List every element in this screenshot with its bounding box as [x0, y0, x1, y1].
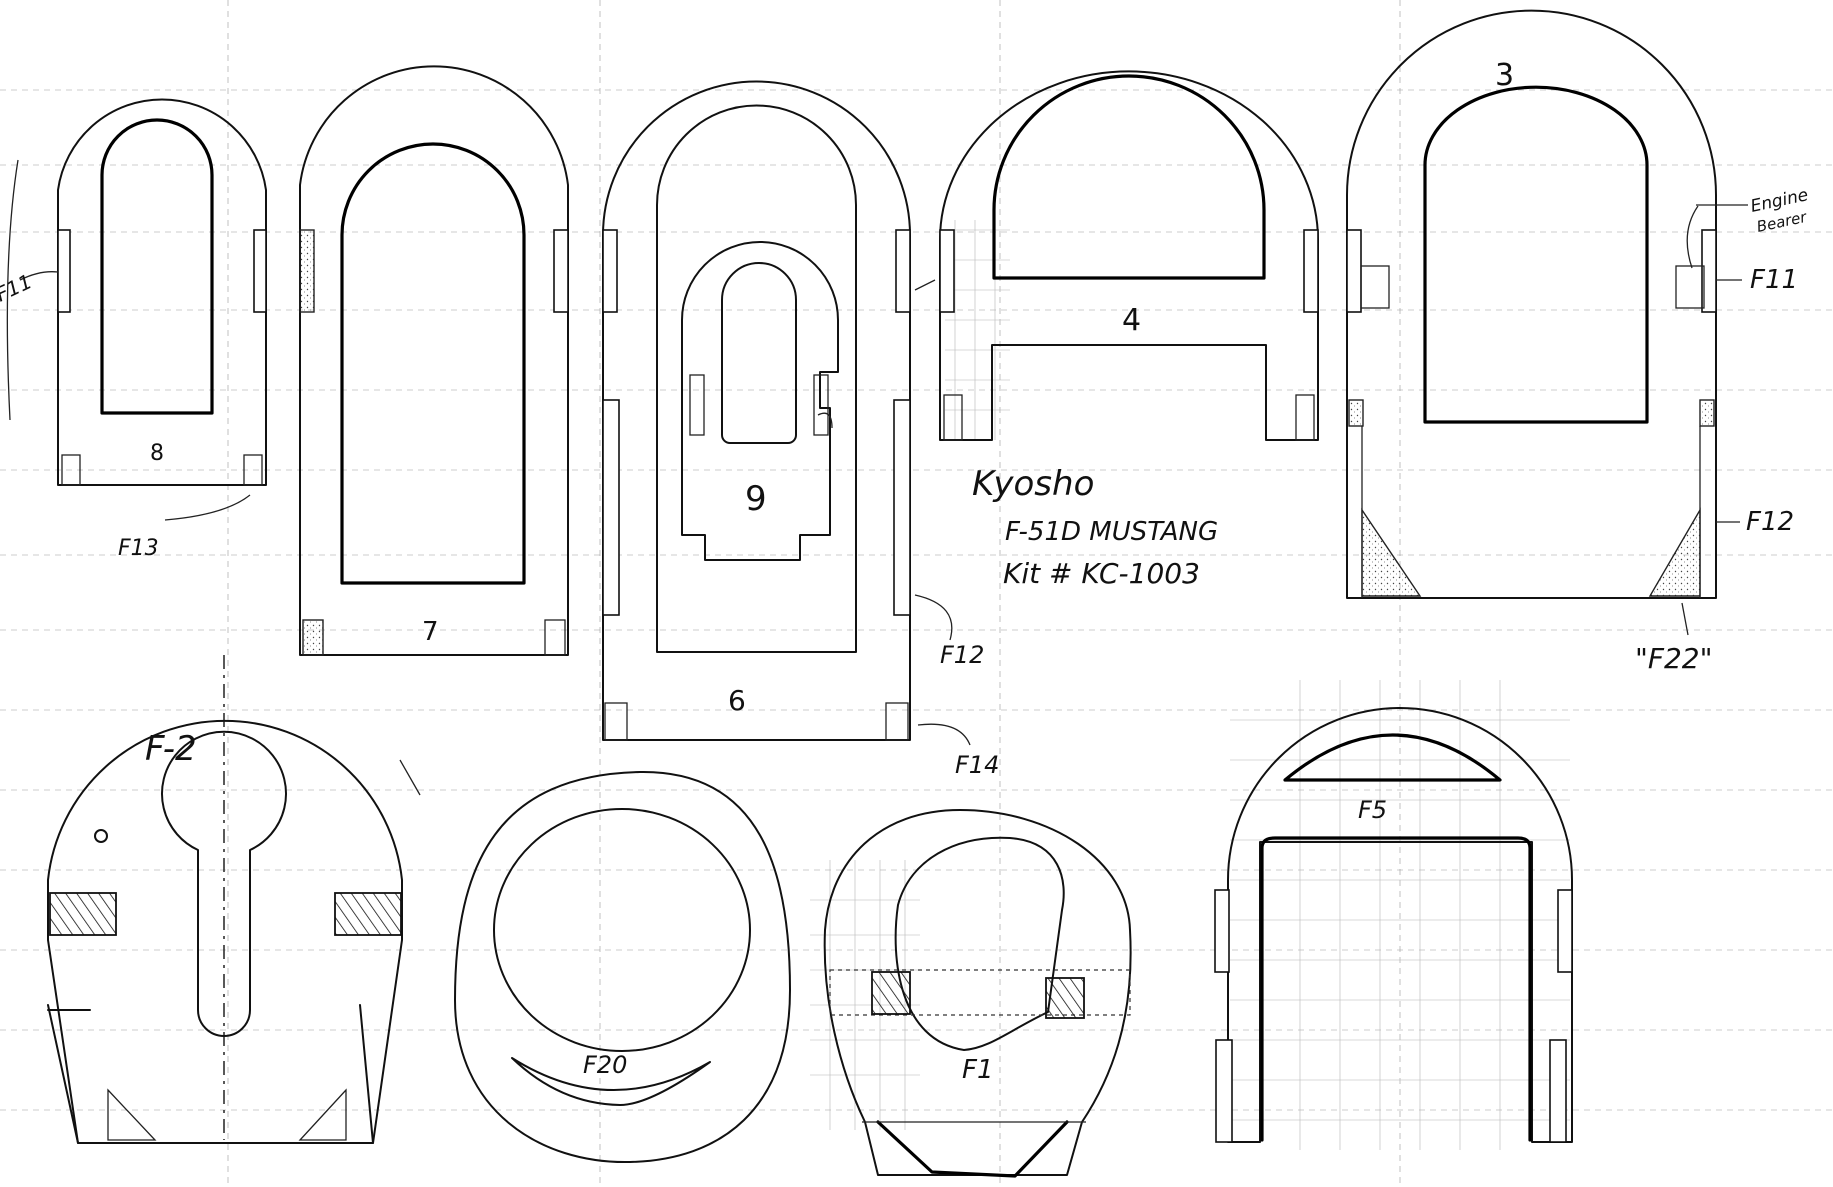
former-3: 3: [1346, 9, 1717, 599]
callout-f22: "F22": [1635, 642, 1713, 675]
leader-engine-bearer-arrow: [1686, 205, 1699, 269]
leader-f11-left: [19, 271, 59, 281]
title-block: Kyosho F-51D MUSTANG Kit # KC-1003: [972, 464, 1218, 590]
part-label-3: 3: [1495, 58, 1514, 93]
title-line-3: Kit # KC-1003: [1003, 557, 1200, 590]
page-edge-mark: [6, 159, 19, 421]
leader-f14: [917, 723, 971, 746]
callout-f11-left: F11: [0, 269, 36, 306]
former-4: 4: [939, 70, 1319, 441]
leader-f11-mid: [914, 279, 936, 291]
title-line-2: F-51D MUSTANG: [1005, 517, 1218, 547]
leader-f22: [1681, 602, 1689, 636]
callout-f13: F13: [118, 536, 159, 561]
grid-patch-f5: [1230, 680, 1570, 1150]
callout-f12-mid: F12: [940, 641, 984, 669]
part-label-f5: F5: [1358, 796, 1387, 824]
former-9: 9: [681, 241, 839, 561]
former-f20: F20: [399, 759, 791, 1164]
leader-f12-mid: [914, 594, 953, 641]
part-label-7: 7: [422, 617, 439, 647]
part-label-f20: F20: [583, 1051, 627, 1079]
former-6: 6: [602, 80, 911, 741]
part-label-9: 9: [745, 479, 767, 519]
part-label-f1: F1: [962, 1055, 994, 1085]
callout-f11-right: F11: [1750, 265, 1798, 295]
former-f1: F1: [823, 809, 1132, 1178]
former-8: 8: [57, 98, 267, 486]
part-label-f2: F-2: [145, 729, 197, 769]
leader-f13: [164, 494, 251, 521]
part-label-8: 8: [150, 441, 164, 466]
title-line-1: Kyosho: [972, 464, 1094, 504]
former-7: 7: [299, 65, 569, 656]
former-f2: F-2: [47, 655, 403, 1144]
former-f5: F5: [1214, 707, 1573, 1143]
part-label-4: 4: [1122, 303, 1141, 338]
callout-f14: F14: [955, 751, 999, 779]
callout-f12-right: F12: [1746, 507, 1794, 537]
part-label-6: 6: [728, 684, 746, 717]
